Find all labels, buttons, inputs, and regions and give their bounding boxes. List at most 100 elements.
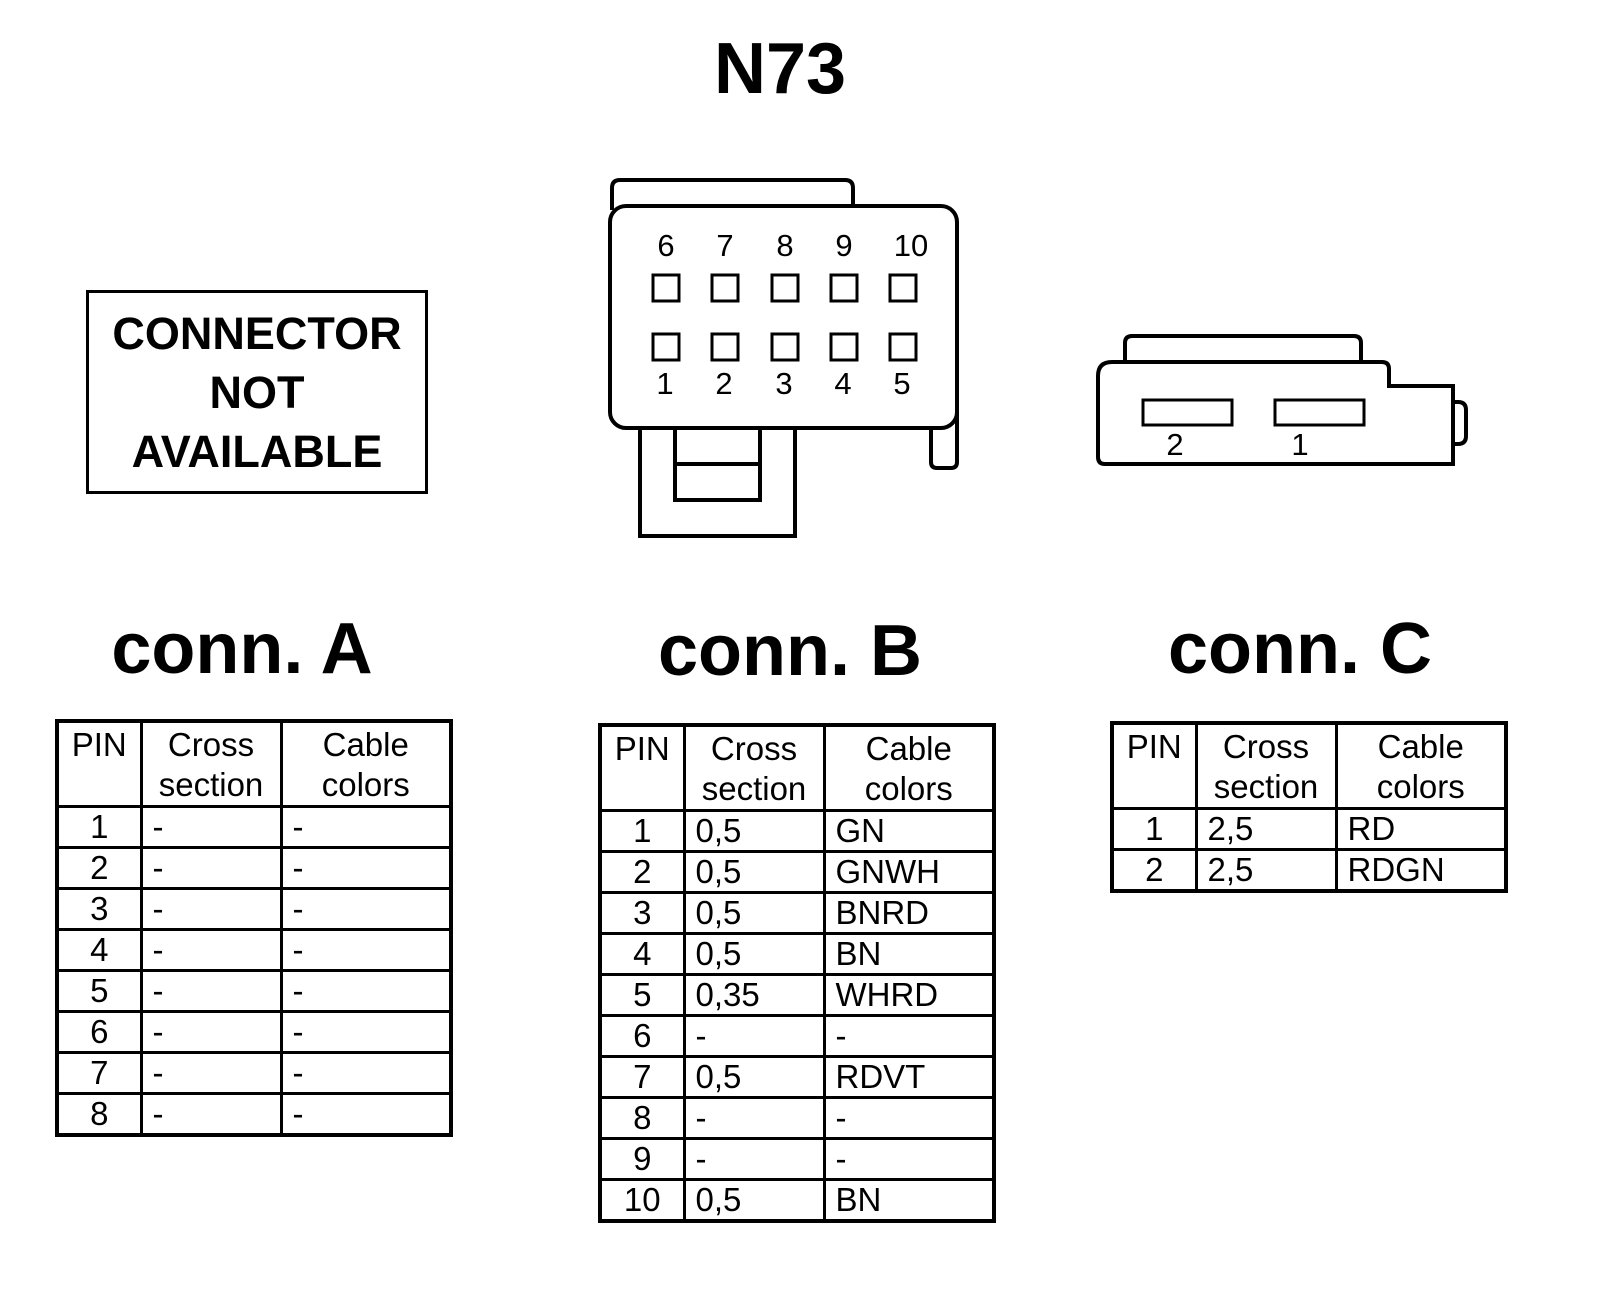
cable-color-cell: - [822, 1096, 996, 1140]
table-row: 6-- [598, 1014, 996, 1058]
pin-label: 10 [894, 228, 928, 263]
pin-cell: 1 [1110, 807, 1198, 851]
table-row: 5-- [55, 969, 453, 1013]
pin-label: 5 [893, 366, 910, 401]
cross-section-cell: 0,5 [682, 850, 826, 894]
table-header-row: PIN Cross section Cable colors [55, 719, 453, 808]
not-available-line: CONNECTOR [112, 307, 402, 359]
connector-c-slot [1141, 398, 1234, 427]
cross-section-header: Cross section [139, 719, 283, 808]
cross-section-cell: - [682, 1014, 826, 1058]
cable-color-cell: - [279, 1092, 453, 1137]
table-row: 7-- [55, 1051, 453, 1095]
connector-c-slot [1273, 398, 1366, 427]
connector-b-body [608, 204, 959, 430]
cable-color-cell: BN [822, 932, 996, 976]
table-row: 3-- [55, 887, 453, 931]
pin-socket [710, 332, 740, 362]
pin-socket [829, 273, 859, 303]
pin-label: 7 [716, 228, 733, 263]
table-row: 2-- [55, 846, 453, 890]
not-available-line: NOT [209, 366, 305, 418]
table-row: 8-- [55, 1092, 453, 1137]
pin-cell: 1 [598, 809, 686, 853]
cable-color-cell: RD [1334, 807, 1508, 851]
pin-cell: 3 [55, 887, 143, 931]
cross-section-cell: - [682, 1096, 826, 1140]
pin-cell: 9 [598, 1137, 686, 1181]
cable-color-cell: - [279, 928, 453, 972]
pin-cell: 10 [598, 1178, 686, 1223]
pin-cell: 5 [598, 973, 686, 1017]
connector-b-side-tab [929, 410, 959, 470]
cable-color-cell: - [279, 969, 453, 1013]
connector-c-title: conn. C [1168, 609, 1432, 689]
cross-section-cell: 0,5 [682, 932, 826, 976]
connector-c-latch [1123, 334, 1363, 363]
pin-cell: 3 [598, 891, 686, 935]
cross-section-cell: - [139, 1092, 283, 1137]
table-header-row: PIN Cross section Cable colors [598, 723, 996, 812]
pin-label: 2 [715, 366, 732, 401]
not-available-line: AVAILABLE [131, 425, 383, 477]
pin-socket [888, 332, 918, 362]
table-row: 1-- [55, 805, 453, 849]
pin-socket [710, 273, 740, 303]
cable-color-cell: WHRD [822, 973, 996, 1017]
cable-color-cell: - [279, 1051, 453, 1095]
cable-colors-header: Cable colors [1334, 721, 1508, 810]
table-row: 8-- [598, 1096, 996, 1140]
table-row: 4-- [55, 928, 453, 972]
cable-colors-header: Cable colors [279, 719, 453, 808]
cross-section-cell: - [139, 1051, 283, 1095]
table-row: 6-- [55, 1010, 453, 1054]
table-row: 9-- [598, 1137, 996, 1181]
cross-section-header: Cross section [682, 723, 826, 812]
cross-section-cell: 2,5 [1194, 807, 1338, 851]
pin-label: 1 [1291, 427, 1308, 462]
cable-color-cell: - [279, 887, 453, 931]
cable-color-cell: - [822, 1014, 996, 1058]
pin-label: 6 [657, 228, 674, 263]
pin-label: 9 [835, 228, 852, 263]
pin-label: 8 [776, 228, 793, 263]
connector-c-drawing: 2 1 [1096, 334, 1468, 466]
pin-label: 3 [775, 366, 792, 401]
pin-cell: 6 [598, 1014, 686, 1058]
pin-cell: 2 [598, 850, 686, 894]
pin-socket [770, 273, 800, 303]
cross-section-cell: - [139, 1010, 283, 1054]
cross-section-cell: - [139, 887, 283, 931]
pin-socket [651, 273, 681, 303]
pin-cell: 4 [598, 932, 686, 976]
cable-colors-header: Cable colors [822, 723, 996, 812]
pin-header: PIN [55, 719, 143, 808]
connector-a-title: conn. A [111, 609, 373, 689]
table-header-row: PIN Cross section Cable colors [1110, 721, 1508, 810]
cross-section-cell: 0,35 [682, 973, 826, 1017]
pin-label: 1 [656, 366, 673, 401]
pin-socket [829, 332, 859, 362]
cross-section-cell: - [682, 1137, 826, 1181]
cross-section-cell: 2,5 [1194, 848, 1338, 893]
cross-section-cell: 0,5 [682, 1178, 826, 1223]
cable-color-cell: - [822, 1137, 996, 1181]
cross-section-cell: - [139, 805, 283, 849]
cable-color-cell: GN [822, 809, 996, 853]
pin-socket [651, 332, 681, 362]
pin-cell: 4 [55, 928, 143, 972]
cross-section-cell: 0,5 [682, 1055, 826, 1099]
pin-cell: 8 [55, 1092, 143, 1137]
cross-section-cell: 0,5 [682, 891, 826, 935]
pin-label: 2 [1166, 427, 1183, 462]
cable-color-cell: - [279, 805, 453, 849]
connector-not-available-box: CONNECTOR NOT AVAILABLE [86, 290, 428, 494]
connector-b-title: conn. B [658, 611, 922, 691]
cable-color-cell: - [279, 846, 453, 890]
